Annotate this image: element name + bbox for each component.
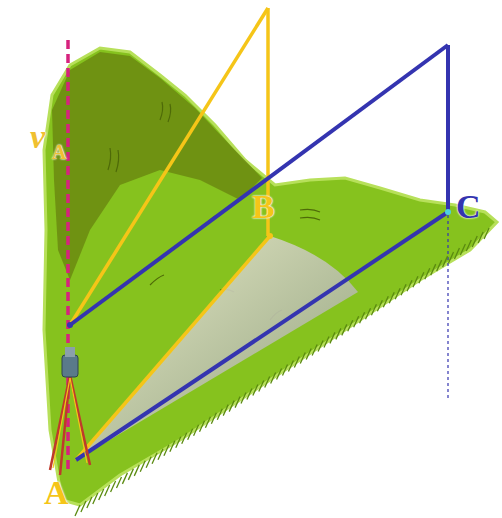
hatch-mark	[431, 264, 436, 275]
hatch-mark	[294, 356, 299, 367]
hatch-mark	[484, 228, 489, 239]
hatch-mark	[413, 276, 418, 287]
hatch-mark	[146, 457, 151, 468]
hatch-mark	[360, 312, 365, 323]
hatch-mark	[152, 453, 157, 464]
hatch-mark	[170, 441, 175, 452]
tripod-inner	[53, 378, 87, 468]
hatch-mark	[93, 493, 98, 504]
hatch-mark	[336, 328, 341, 339]
hatch-mark	[425, 268, 430, 279]
hatch-mark	[117, 477, 122, 488]
angle-fan	[76, 236, 358, 460]
instrument	[62, 355, 78, 377]
ground-hatching	[75, 228, 489, 516]
point-label: C	[456, 190, 481, 224]
hatch-mark	[478, 232, 483, 243]
hatch-mark	[164, 445, 169, 456]
hatch-mark	[312, 344, 317, 355]
hatch-mark	[371, 304, 376, 315]
hatch-mark	[460, 244, 465, 255]
point-label: B	[252, 190, 275, 224]
hatch-mark	[75, 505, 80, 516]
terrain	[44, 48, 497, 505]
hatch-mark	[342, 324, 347, 335]
station-point	[67, 322, 73, 328]
hatch-mark	[348, 320, 353, 331]
hatch-mark	[449, 252, 454, 263]
point-label: A	[44, 476, 69, 510]
hatch-mark	[122, 473, 127, 484]
hatch-mark	[288, 360, 293, 371]
hatch-mark	[366, 308, 371, 319]
hatch-mark	[395, 288, 400, 299]
hatch-mark	[300, 352, 305, 363]
hatch-mark	[235, 397, 240, 408]
hatch-mark	[211, 413, 216, 424]
hatch-mark	[241, 393, 246, 404]
hatch-mark	[401, 284, 406, 295]
hatch-mark	[158, 449, 163, 460]
hatch-mark	[182, 433, 187, 444]
hatch-mark	[306, 348, 311, 359]
point-c	[445, 209, 451, 215]
point-b	[267, 233, 273, 239]
hatch-mark	[205, 417, 210, 428]
hatch-mark	[354, 316, 359, 327]
subscript-label: A	[52, 142, 66, 162]
hatch-mark	[140, 461, 145, 472]
hatch-mark	[389, 292, 394, 303]
hatch-mark	[466, 240, 471, 251]
hatch-mark	[454, 248, 459, 259]
hatch-mark	[105, 485, 110, 496]
hatch-mark	[247, 389, 252, 400]
hatch-mark	[111, 481, 116, 492]
hatch-mark	[383, 296, 388, 307]
sight-lines-c	[70, 45, 448, 460]
hatch-mark	[194, 425, 199, 436]
hatch-mark	[134, 465, 139, 476]
hatch-mark	[277, 369, 282, 380]
hatch-mark	[437, 260, 442, 271]
hatch-mark	[128, 469, 133, 480]
hatch-mark	[217, 409, 222, 420]
hatch-mark	[283, 365, 288, 376]
hatch-mark	[324, 336, 329, 347]
tripod	[50, 375, 90, 475]
hatch-mark	[318, 340, 323, 351]
hatch-mark	[229, 401, 234, 412]
sight-lines-b	[70, 8, 270, 460]
variable-label: v	[30, 120, 45, 154]
hatch-mark	[407, 280, 412, 291]
hatch-mark	[200, 421, 205, 432]
hatch-mark	[87, 497, 92, 508]
hatch-mark	[271, 373, 276, 384]
hatch-mark	[253, 385, 258, 396]
hatch-mark	[176, 437, 181, 448]
hatch-mark	[81, 501, 86, 512]
hatch-mark	[472, 236, 477, 247]
hatch-mark	[330, 332, 335, 343]
plumb-c	[447, 215, 448, 400]
terrain-shade	[52, 52, 262, 280]
hatch-mark	[419, 272, 424, 283]
hatch-mark	[259, 381, 264, 392]
hatch-mark	[443, 256, 448, 267]
hatch-mark	[99, 489, 104, 500]
hatch-mark	[377, 300, 382, 311]
hatch-mark	[265, 377, 270, 388]
instrument-head	[65, 347, 75, 357]
hatch-mark	[223, 405, 228, 416]
hatch-mark	[188, 429, 193, 440]
